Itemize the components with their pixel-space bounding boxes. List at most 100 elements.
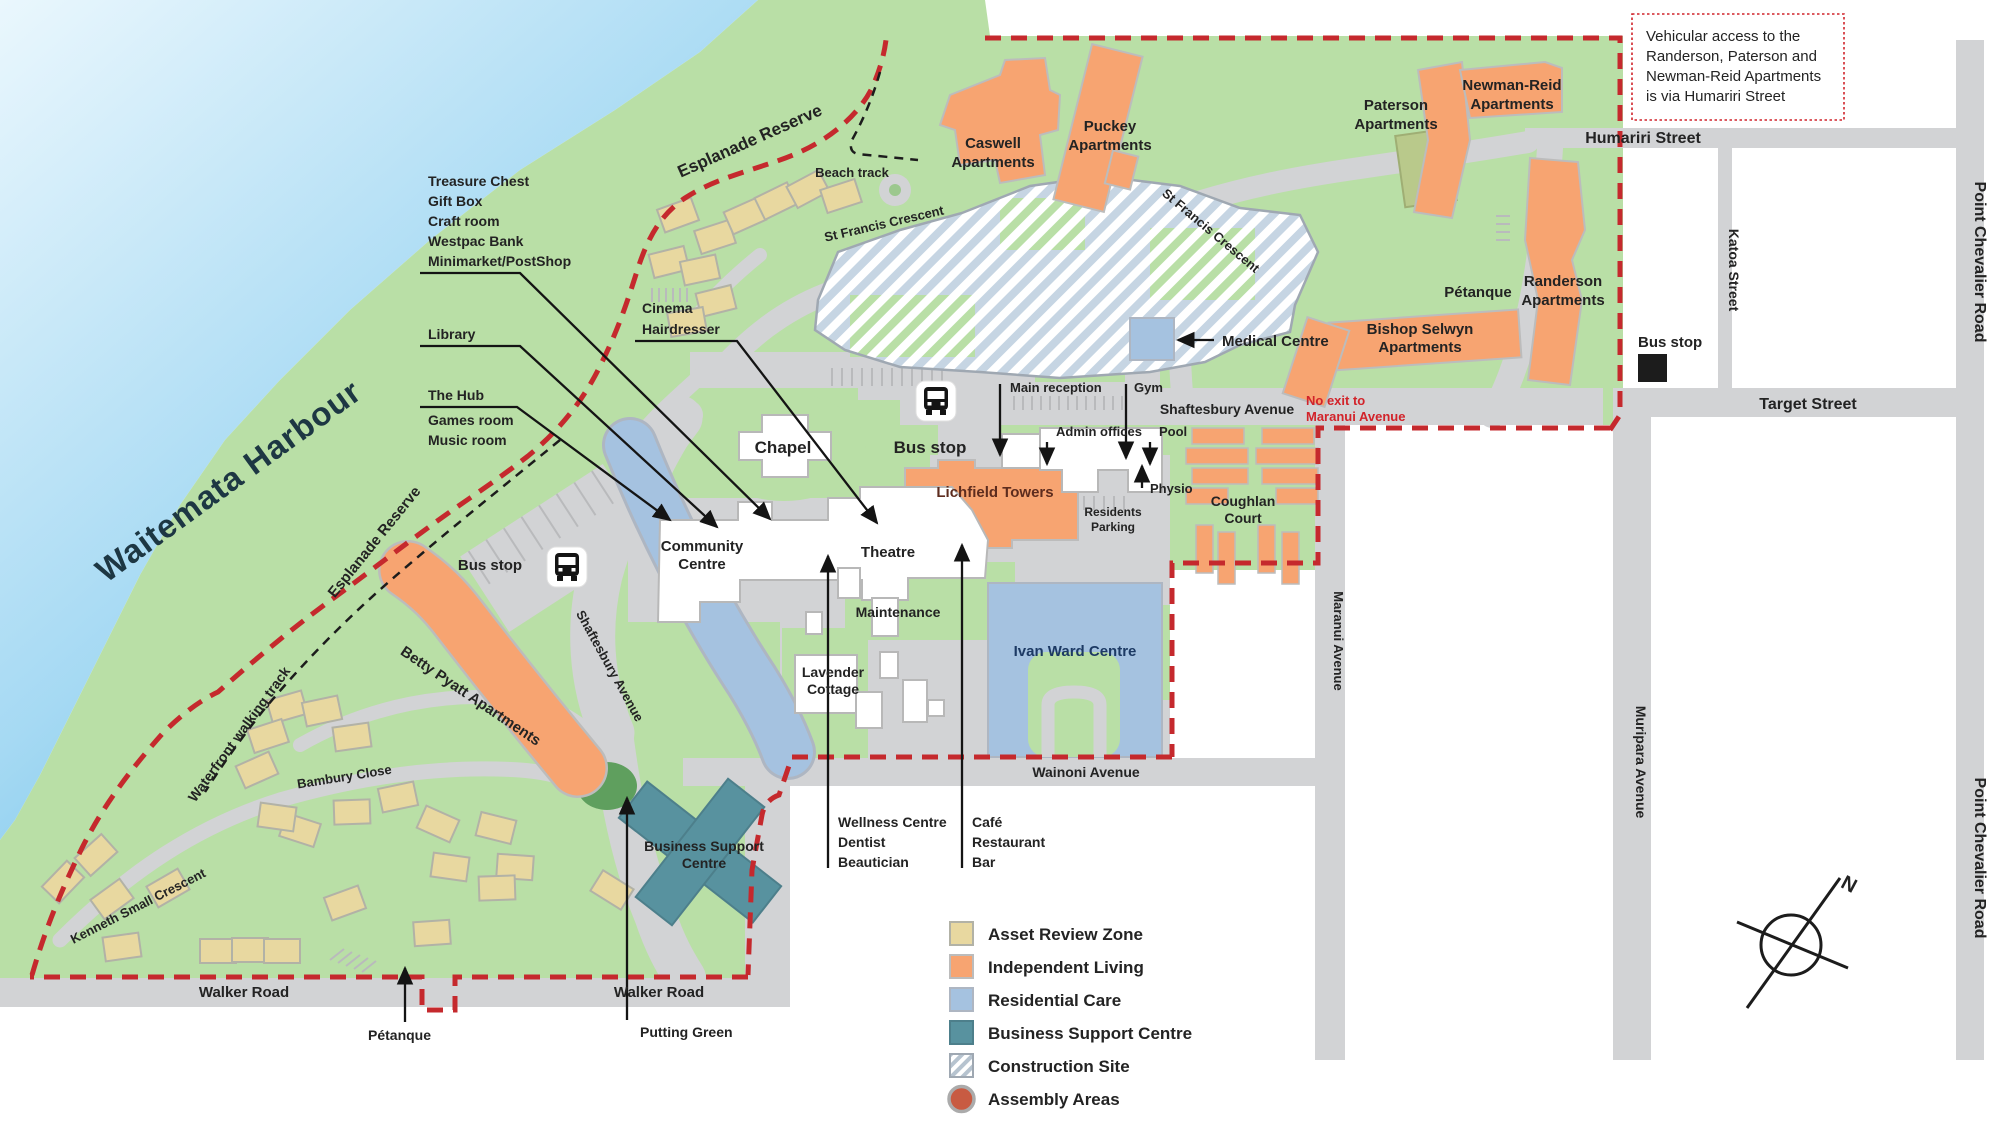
callout-reception: Main reception	[1010, 380, 1102, 395]
callout-library: Library	[428, 326, 476, 342]
randerson-building	[1523, 156, 1587, 387]
legend-swatch-residential	[949, 987, 974, 1012]
label-bus-stop-central: Bus stop	[894, 438, 967, 457]
construction-site	[813, 174, 1320, 380]
asset-review-houses	[40, 168, 864, 964]
puckey-building	[1052, 42, 1144, 214]
label-bus-stop-west: Bus stop	[458, 557, 522, 574]
legend-label: Business Support Centre	[988, 1024, 1192, 1043]
label-coughlan-2: Court	[1224, 510, 1262, 526]
callout-cinema-2: Hairdresser	[642, 321, 720, 337]
roundabout-island	[889, 184, 901, 196]
compass	[1736, 877, 1849, 1009]
label-theatre: Theatre	[861, 544, 915, 561]
label-caswell-2: Apartments	[951, 154, 1034, 171]
road-point-chevalier	[1956, 40, 1984, 1060]
label-maintenance: Maintenance	[856, 604, 941, 620]
bus-stop-icon-west	[546, 546, 588, 588]
beach-track-path	[849, 71, 919, 162]
ivan-ward-building	[987, 582, 1163, 758]
note-line: Newman-Reid Apartments	[1646, 68, 1821, 85]
callout-cafe-2: Restaurant	[972, 834, 1045, 850]
road-muripara-avenue	[1613, 417, 1651, 1060]
callout-pool: Pool	[1159, 424, 1187, 439]
label-bsc-1: Business Support	[644, 838, 764, 854]
callout-cafe-1: Café	[972, 814, 1003, 830]
label-point-chevalier-south: Point Chevalier Road	[1971, 778, 1988, 939]
label-point-chevalier-north: Point Chevalier Road	[1971, 182, 1988, 343]
label-beach-track: Beach track	[815, 165, 889, 180]
label-chapel: Chapel	[755, 438, 812, 457]
legend-label: Assembly Areas	[988, 1090, 1120, 1109]
callout-wellness-1: Wellness Centre	[838, 814, 947, 830]
legend-label: Residential Care	[988, 991, 1121, 1010]
note-box: Vehicular access to the Randerson, Pater…	[1631, 13, 1845, 121]
callout-hub-1: The Hub	[428, 387, 484, 403]
paterson-building	[1412, 60, 1472, 220]
callout-physio: Physio	[1150, 481, 1193, 496]
callout-residents-2: Parking	[1091, 520, 1135, 534]
label-newman-2: Apartments	[1470, 96, 1553, 113]
lichfield-white-tower	[1001, 433, 1045, 469]
newman-reid-building	[1458, 60, 1563, 120]
callout-noexit-2: Maranui Avenue	[1306, 409, 1405, 424]
label-coughlan-1: Coughlan	[1211, 493, 1276, 509]
label-shaftesbury-avenue-east: Shaftesbury Avenue	[1160, 401, 1295, 417]
business-support-building	[617, 777, 783, 927]
callout-hub-3: Music room	[428, 432, 507, 448]
waterfront-track-path	[203, 439, 561, 793]
label-caswell-1: Caswell	[965, 135, 1021, 152]
label-medical-centre: Medical Centre	[1222, 333, 1329, 350]
callout-shops-1: Treasure Chest	[428, 173, 529, 189]
legend: Asset Review Zone Independent Living Res…	[947, 921, 1192, 1114]
label-maranui-avenue: Maranui Avenue	[1331, 591, 1346, 690]
label-paterson-2: Apartments	[1354, 116, 1437, 133]
callout-residents-1: Residents	[1084, 505, 1142, 519]
label-randerson-2: Apartments	[1521, 292, 1604, 309]
callout-gym: Gym	[1134, 380, 1163, 395]
label-wainoni-avenue: Wainoni Avenue	[1032, 764, 1140, 780]
callout-cafe-3: Bar	[972, 854, 996, 870]
callout-shops-3: Craft room	[428, 213, 500, 229]
waitemata-harbour-water	[0, 0, 758, 840]
callout-wellness-3: Beautician	[838, 854, 909, 870]
note-line: Vehicular access to the	[1646, 28, 1800, 45]
label-lavender-1: Lavender	[802, 664, 865, 680]
note-line: is via Humariri Street	[1646, 88, 1786, 105]
legend-swatch-business	[949, 1020, 974, 1045]
label-target-street: Target Street	[1759, 396, 1857, 413]
road-maranui-avenue	[1315, 425, 1345, 1060]
label-lichfield: Lichfield Towers	[936, 484, 1053, 501]
legend-swatch-assembly	[947, 1084, 976, 1114]
callout-admin: Admin offices	[1056, 424, 1142, 439]
village-boundary	[29, 35, 1623, 1013]
bishop-sel-building	[1281, 308, 1523, 409]
road-katoa-street	[1718, 148, 1732, 388]
medical-centre-building	[1129, 317, 1175, 361]
road-target-street	[1613, 388, 1983, 417]
legend-swatch-asset-review	[949, 921, 974, 946]
legend-label: Construction Site	[988, 1057, 1130, 1076]
callout-petanque-south: Pétanque	[368, 1027, 431, 1043]
callout-lines	[396, 271, 1214, 1022]
legend-label: Asset Review Zone	[988, 925, 1143, 944]
betty-pyatt-slab-fill	[380, 542, 606, 796]
white-buildings	[656, 414, 1163, 729]
callout-cinema-1: Cinema	[642, 300, 693, 316]
legend-swatch-construction	[949, 1053, 974, 1078]
legend-swatch-independent	[949, 954, 974, 979]
label-ivan-ward: Ivan Ward Centre	[1014, 643, 1137, 660]
bus-stop-marker-east	[1638, 354, 1667, 382]
label-lavender-2: Cottage	[807, 681, 859, 697]
label-humariri-street: Humariri Street	[1585, 130, 1701, 147]
label-katoa-street: Katoa Street	[1726, 229, 1742, 312]
bus-stop-icon-central	[915, 380, 957, 422]
label-walker-road-west: Walker Road	[199, 984, 289, 1001]
callout-putting-green: Putting Green	[640, 1024, 733, 1040]
walking-tracks	[203, 71, 919, 793]
legend-label: Independent Living	[988, 958, 1144, 977]
compass-north-label: N	[1837, 872, 1860, 898]
sarah-selwyn-building-fill	[605, 420, 813, 777]
